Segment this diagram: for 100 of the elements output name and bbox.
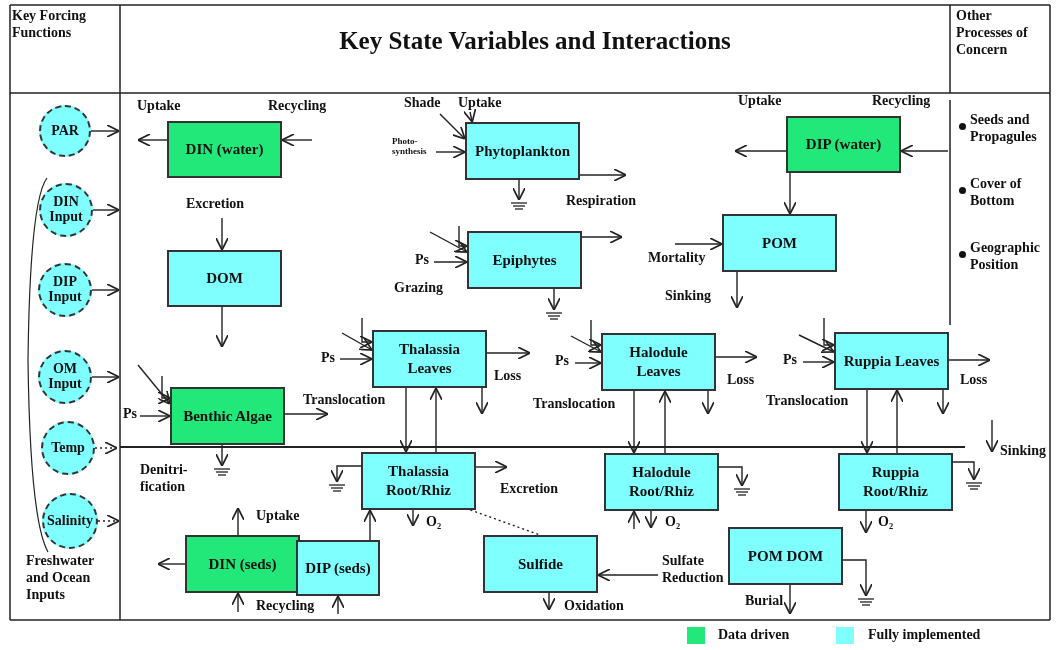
arrow [542,592,556,611]
arrow [429,231,468,253]
arrow [644,510,658,529]
arrow [588,319,602,352]
edge-label: Ps [321,350,335,367]
state-box: Thalassia Root/Rhiz [361,452,476,510]
forcing-circle: OM Input [38,350,92,404]
arrow [139,409,171,423]
arrow [842,559,873,597]
arrow [570,335,602,353]
column-heading: Key Forcing Functions [12,8,87,42]
edge-label: O₂ [878,514,894,531]
state-box: Epiphytes [467,231,582,289]
arrow [330,465,362,483]
arrow [435,145,466,159]
dotted-arrow [97,514,120,528]
edge-label: Uptake [458,95,502,112]
arrow [231,507,245,536]
edge-label: Ps [123,406,137,423]
text-label: Sinking [1000,443,1046,460]
state-box: Benthic Algae [170,387,285,445]
legend-label: Data driven [718,627,790,644]
arrow [936,389,950,415]
arrow [574,356,602,370]
arrow [433,255,468,269]
dotted-line [469,509,541,536]
arrow [674,237,723,251]
state-box: Ruppia Leaves [834,332,949,390]
arrow [137,364,171,405]
edge-label: O₂ [665,514,681,531]
arrow [783,584,797,615]
state-box: DIP (seds) [296,540,380,596]
arrow [281,133,313,147]
edge-label: Uptake [256,508,300,525]
edge-label: Excretion [186,196,245,213]
arrow [715,350,758,364]
legend-label: Fully implemented [868,627,981,644]
arrow [579,168,627,182]
arrow [215,217,229,251]
arrow [701,390,715,415]
arrow [547,288,561,311]
state-box: Halodule Leaves [601,333,716,391]
arrow [284,407,329,421]
edge-label: Recycling [872,93,931,110]
state-box: DIN (water) [167,121,282,178]
arrow [439,113,466,140]
dotted-arrow [94,441,118,455]
arrow [581,230,623,244]
arrow [859,510,873,534]
edge-label: Excretion [500,481,559,498]
edge-label: Uptake [738,93,782,110]
forcing-circle: PAR [39,105,91,157]
arrow [91,370,120,384]
arrow [890,389,904,454]
arrow [860,389,874,454]
state-box: Ruppia Root/Rhiz [838,453,953,511]
edge-label: Loss [727,372,755,389]
arrow [157,375,171,405]
arrow [331,595,345,615]
arrow [475,387,489,415]
arrow [952,461,981,481]
arrow [231,592,245,613]
forcing-circle: Salinity [42,493,98,549]
edge-label: Recycling [268,98,327,115]
arrow [802,355,835,369]
edge-label: Burial [745,593,784,610]
edge-label: Photo-synthesis [392,137,428,157]
arrow [339,352,373,366]
edge-label: Sulfate Reduction [662,553,725,587]
edge-label: Ps [783,352,797,369]
forcing-circle: Temp [41,421,95,475]
state-box: Sulfide [483,535,598,593]
edge-label: Translocation [766,393,849,410]
edge-label: Loss [960,372,988,389]
edge-label: Sinking [665,288,711,305]
edge-label: Ps [555,353,569,370]
edge-label: O₂ [426,514,442,531]
arrow [90,124,120,138]
arrow [627,390,641,454]
arrow [734,144,787,158]
arrow [462,108,477,123]
edge-label: Loss [494,368,522,385]
arrow [597,568,659,582]
arrow [486,346,531,360]
edge-label: Mortality [648,250,706,267]
arrow [92,203,120,217]
arrow [718,466,749,487]
text-label: Grazing [394,280,443,297]
edge-label: Oxidation [564,598,624,615]
bullet-text: Seeds and Propagules [970,112,1038,146]
edge-label: Recycling [256,598,315,615]
edge-label: Shade [404,95,441,112]
arrow [627,510,641,530]
bullet-text: Cover of Bottom [970,176,1023,210]
arrow [157,557,186,571]
state-box: POM DOM [728,527,843,585]
edge-label: Respiration [566,193,636,210]
state-box: DIP (water) [786,116,901,173]
bullet-text: Geographic Position [970,240,1041,274]
forcing-circle: DIP Input [38,263,92,317]
